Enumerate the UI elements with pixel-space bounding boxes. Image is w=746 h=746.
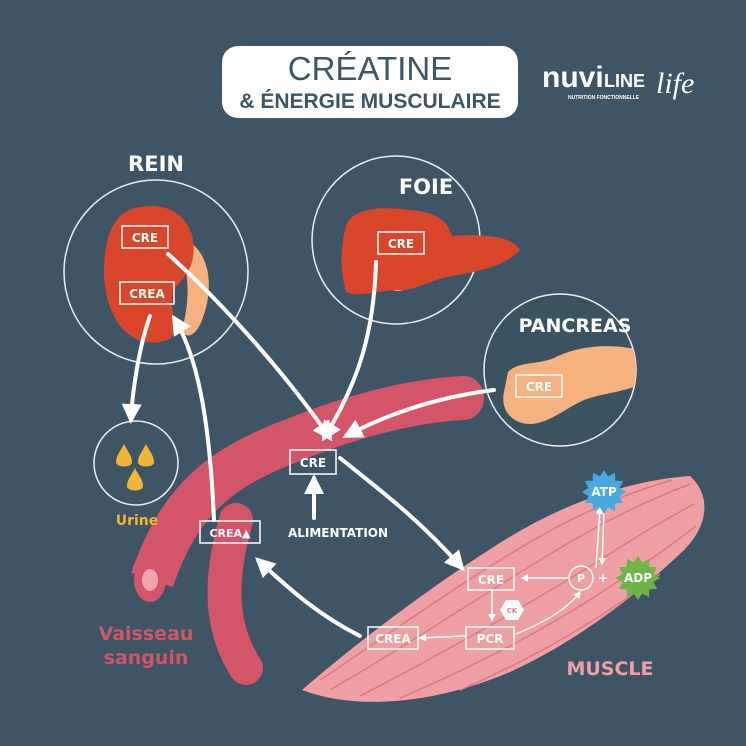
muscle-cre-box: CRE [478, 573, 504, 587]
arrow-rein-to-cre [166, 252, 333, 442]
title-box: CRÉATINE & ÉNERGIE MUSCULAIRE [222, 46, 518, 118]
brand-life: life [656, 67, 694, 100]
drop-icon [127, 468, 143, 491]
plus-sign: + [598, 571, 608, 585]
muscle-arrows [418, 506, 606, 642]
muscle-pcr-box: PCR [477, 632, 504, 646]
arrow-pancreas-to-cre [342, 388, 496, 438]
brand-tagline: NUTRITION FONCTIONNELLE [568, 95, 640, 101]
vessel-label-line2: sanguin [104, 647, 189, 669]
drop-icon [116, 444, 132, 467]
arrow-cre-to-muscle [338, 456, 465, 572]
muscle-boxes: CRE PCR CREA P + CK [367, 565, 608, 650]
urine-circle [93, 420, 179, 506]
rein-section: REIN CRE CREA [63, 152, 249, 365]
atp-burst [582, 470, 626, 514]
arrows [121, 252, 496, 638]
ck-hexagon [500, 600, 524, 620]
foie-label: FOIE [399, 175, 453, 199]
muscle-crea-box: CREA [375, 632, 411, 646]
rein-circle [63, 179, 249, 365]
phosphate-label: P [577, 572, 585, 585]
ck-label: CK [507, 607, 518, 615]
phosphate-circle [568, 565, 594, 591]
drop-icon [138, 444, 154, 467]
liver-icon [341, 208, 520, 295]
pancreas-cre-box: CRE [526, 380, 552, 394]
muscle-label: MUSCLE [566, 658, 653, 680]
title-line2: & ÉNERGIE MUSCULAIRE [239, 90, 500, 113]
adp-burst [616, 556, 660, 600]
adp-label: ADP [624, 571, 652, 585]
arrow-muscle-crea-to-vessel [255, 557, 362, 638]
urine-label: Urine [116, 513, 159, 529]
arrow-vessel-to-rein [171, 314, 216, 522]
foie-cre-box: CRE [388, 237, 414, 251]
blood-vessel [131, 376, 484, 685]
kidney-icon [104, 205, 194, 343]
atp-adp: ATP ADP [582, 470, 660, 600]
pancreas-section: PANCREAS CRE [483, 293, 637, 447]
title-line1: CRÉATINE [288, 50, 452, 87]
brand-line: LINE [604, 71, 645, 91]
brand-name: nuvi [542, 61, 604, 94]
pancreas-icon [503, 346, 636, 424]
arrow-crea-to-urine [121, 314, 152, 424]
vessel-label-line1: Vaisseau [99, 623, 194, 645]
alimentation-label: ALIMENTATION [288, 526, 388, 540]
pancreas-label: PANCREAS [519, 315, 632, 337]
vessel-crea-box: CREA▲ [209, 527, 251, 540]
vessel-cre-box: CRE [300, 456, 326, 470]
arrow-foie-to-cre [321, 260, 378, 442]
rein-label: REIN [128, 152, 184, 176]
foie-section: FOIE CRE [311, 155, 520, 325]
rein-crea-box: CREA [129, 287, 165, 301]
vessel-boxes: CRE CREA▲ ALIMENTATION [199, 449, 388, 544]
atp-label: ATP [591, 485, 617, 499]
brand-logo: nuvi LINE life NUTRITION FONCTIONNELLE [542, 61, 694, 101]
rein-cre-box: CRE [132, 231, 158, 245]
vessel-opening [142, 569, 158, 591]
